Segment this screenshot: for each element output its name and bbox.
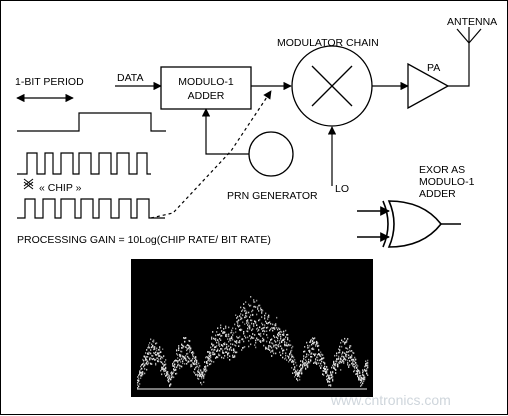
chip-label: « CHIP » xyxy=(39,182,82,194)
spectrum-trace xyxy=(137,296,369,390)
data-label: DATA xyxy=(117,72,143,84)
pa-label: PA xyxy=(427,62,440,74)
exor-label-line1: EXOR AS xyxy=(419,164,465,176)
adder-label-line1: MODULO-1 xyxy=(178,76,234,88)
spectrum-display xyxy=(131,259,373,397)
pa-to-antenna-line xyxy=(448,43,470,87)
processing-gain-formula: PROCESSING GAIN = 10Log(CHIP RATE/ BIT R… xyxy=(17,234,271,246)
modulator-chain-label: MODULATOR CHAIN xyxy=(277,37,379,49)
prn-generator-label: PRN GENERATOR xyxy=(227,190,318,202)
data-waveform xyxy=(17,112,166,132)
chip-waveform-bottom xyxy=(17,198,165,219)
exor-gate-icon xyxy=(382,200,389,248)
exor-label-line3: ADDER xyxy=(419,188,456,200)
bit-period-label: 1-BIT PERIOD xyxy=(15,76,84,88)
prn-to-adder-arrow xyxy=(201,108,249,155)
modulo1-adder-box xyxy=(160,66,252,110)
adder-label-line2: ADDER xyxy=(188,90,225,102)
lo-label: LO xyxy=(335,183,349,195)
pa-amplifier-icon xyxy=(407,62,450,110)
antenna-label: ANTENNA xyxy=(447,16,497,28)
prn-generator-circle xyxy=(248,131,294,177)
exor-label-line2: MODULO-1 xyxy=(419,176,475,188)
watermark-text: www.cntronics.com xyxy=(330,392,451,408)
chip-waveform-top xyxy=(17,152,151,175)
